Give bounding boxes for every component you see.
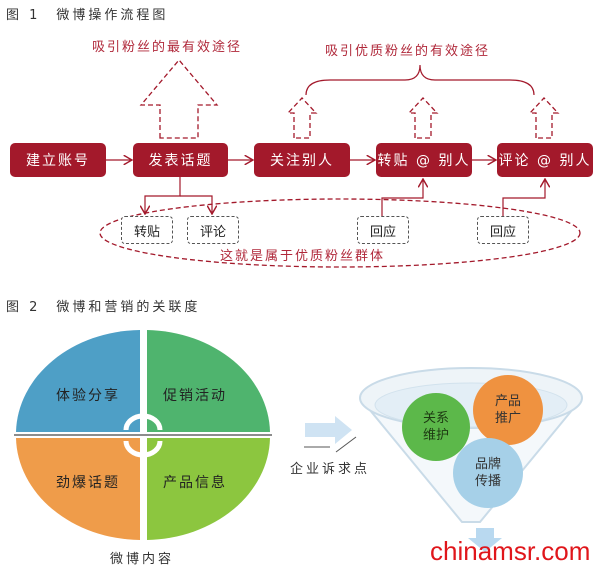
quality-fans-ellipse (99, 198, 581, 268)
quadrant-promotion: 促销活动 (163, 388, 227, 404)
right-arrow-icon (304, 416, 357, 453)
bubble-brand: 品牌传播 (474, 457, 501, 489)
bubble-relationship: 关系维护 (422, 411, 449, 443)
up-arrow-icon (286, 97, 318, 139)
figure2-caption: 图 2 微博和营销的关联度 (6, 300, 201, 315)
funnel (359, 367, 583, 552)
big-up-arrow-icon (139, 58, 219, 139)
cycle-icon (123, 413, 163, 431)
quadrant-lime (147, 438, 270, 540)
flow-connectors (106, 160, 545, 216)
sub-reply: 回应 (477, 216, 529, 244)
up-arrow-icon (407, 97, 439, 139)
down-arrow-icon (468, 528, 502, 552)
sub-reply: 回应 (357, 216, 409, 244)
step-post-topic: 发表话题 (133, 143, 228, 177)
step-comment-at: 评论 @ 别人 (497, 143, 593, 177)
brace (305, 64, 535, 96)
step-repost-at: 转贴 @ 别人 (376, 143, 472, 177)
label-quality-group: 这就是属于优质粉丝群体 (220, 249, 386, 264)
step-create-account: 建立账号 (10, 143, 106, 177)
quadrant-green (147, 330, 270, 432)
figure1-caption: 图 1 微博操作流程图 (6, 8, 169, 23)
quadrant-experience: 体验分享 (56, 388, 120, 404)
bubble-product-promo: 产品推广 (494, 394, 521, 426)
quadrant-orange (16, 438, 140, 540)
sub-repost: 转贴 (121, 216, 173, 244)
dashed-arrows (99, 58, 581, 268)
label-most-effective: 吸引粉丝的最有效途径 (92, 40, 243, 55)
quadrant-hot-topics: 劲爆话题 (56, 475, 120, 491)
watermark: chinamsr.com (430, 536, 591, 565)
quadrant-blue (16, 330, 140, 432)
quadrant-product-info: 产品信息 (163, 475, 227, 491)
step-follow-others: 关注别人 (254, 143, 350, 177)
arrow-label: 企业诉求点 (290, 462, 371, 477)
sub-comment: 评论 (187, 216, 239, 244)
circle-label: 微博内容 (110, 552, 175, 565)
up-arrow-icon (528, 97, 560, 139)
label-quality-fans: 吸引优质粉丝的有效途径 (325, 44, 491, 59)
content-circle (14, 330, 272, 540)
